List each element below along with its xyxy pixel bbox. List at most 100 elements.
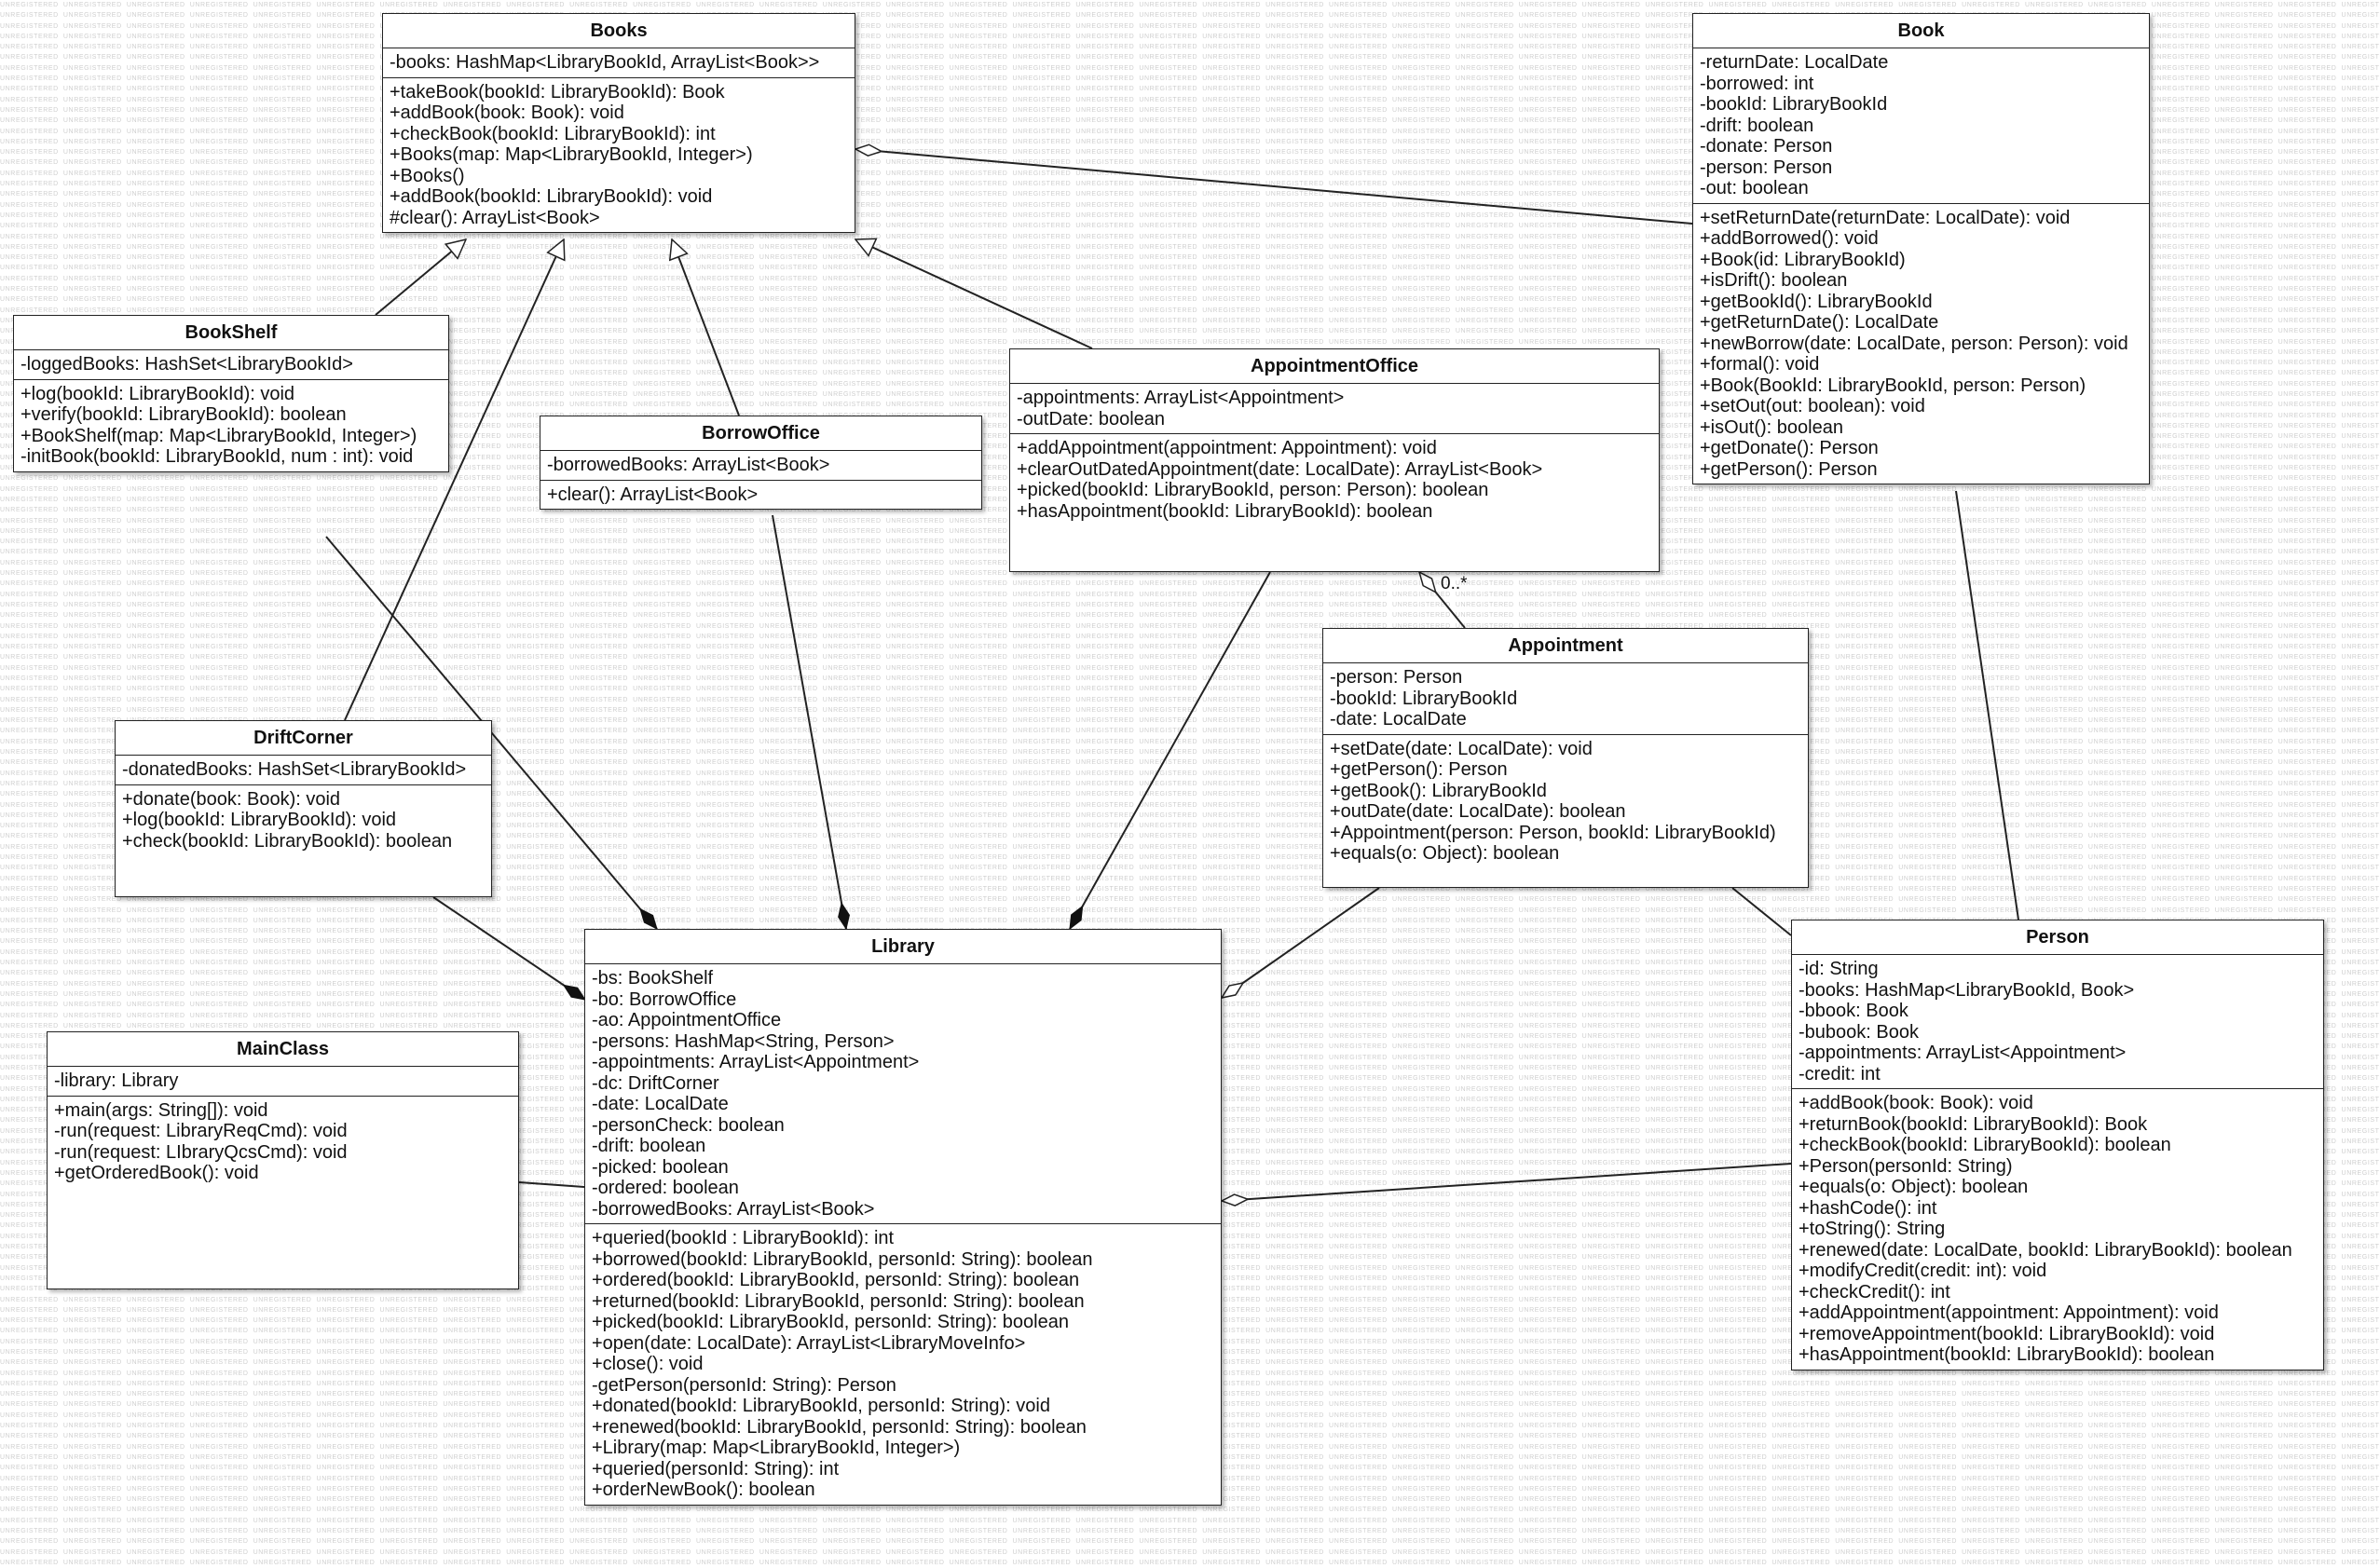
operation: +Book(BookId: LibraryBookId, person: Per… bbox=[1700, 375, 2086, 396]
operation: +log(bookId: LibraryBookId): void bbox=[21, 383, 295, 404]
operation: +clear(): ArrayList<Book> bbox=[547, 484, 759, 505]
operation: +addAppointment(appointment: Appointment… bbox=[1017, 438, 1437, 458]
operation: +donated(bookId: LibraryBookId, personId… bbox=[592, 1396, 1050, 1416]
operation: +renewed(date: LocalDate, bookId: Librar… bbox=[1799, 1239, 2292, 1261]
attribute: -donatedBooks: HashSet<LibraryBookId> bbox=[122, 759, 467, 780]
attribute: -person: Person bbox=[1330, 667, 1463, 688]
composition-library-borrowoffice bbox=[772, 514, 846, 929]
attributes-compartment: -returnDate: LocalDate-borrowed: int-boo… bbox=[1693, 48, 2149, 204]
operation: +returnBook(bookId: LibraryBookId): Book bbox=[1799, 1113, 2148, 1135]
attribute: -date: LocalDate bbox=[1330, 709, 1467, 729]
operation: +getOrderedBook(): void bbox=[54, 1163, 259, 1183]
attribute: -borrowedBooks: ArrayList<Book> bbox=[547, 455, 830, 475]
operation: +toString(): String bbox=[1799, 1219, 1946, 1239]
operation: +borrowed(bookId: LibraryBookId, personI… bbox=[592, 1248, 1093, 1270]
attributes-compartment: -library: Library bbox=[48, 1067, 518, 1097]
operation: +check(bookId: LibraryBookId): boolean bbox=[122, 830, 453, 852]
association-library-mainclass bbox=[518, 1181, 585, 1188]
operation: +hashCode(): int bbox=[1799, 1197, 1937, 1219]
operation: +hasAppointment(bookId: LibraryBookId): … bbox=[1017, 500, 1433, 522]
operation: +close(): void bbox=[592, 1354, 704, 1374]
operation: +isDrift(): boolean bbox=[1700, 270, 1848, 291]
attribute: -borrowed: int bbox=[1700, 73, 1814, 94]
operation: +Books(map: Map<LibraryBookId, Integer>) bbox=[390, 144, 753, 165]
operation: -run(request: LIbraryQcsCmd): void bbox=[54, 1141, 348, 1163]
operation: +checkCredit(): int bbox=[1799, 1281, 1950, 1302]
operation: -run(request: LibraryReqCmd): void bbox=[54, 1121, 348, 1141]
operations-compartment: +setReturnDate(returnDate: LocalDate): v… bbox=[1693, 204, 2149, 484]
operation: +picked(bookId: LibraryBookId, personId:… bbox=[592, 1312, 1069, 1332]
aggregation-library-appointment bbox=[1222, 887, 1380, 998]
attribute: -bbook: Book bbox=[1799, 1001, 1908, 1021]
class-driftcorner[interactable]: DriftCorner -donatedBooks: HashSet<Librar… bbox=[115, 720, 492, 897]
class-mainclass[interactable]: MainClass -library: Library +main(args: St… bbox=[47, 1031, 519, 1289]
attribute: -id: String bbox=[1799, 959, 1879, 979]
generalization-appointmentoffice-books bbox=[855, 239, 1093, 349]
operation: +open(date: LocalDate): ArrayList<Librar… bbox=[592, 1332, 1026, 1354]
attributes-compartment: -loggedBooks: HashSet<LibraryBookId> bbox=[14, 350, 448, 380]
operation: +setOut(out: boolean): void bbox=[1700, 396, 1925, 416]
attributes-compartment: -appointments: ArrayList<Appointment>-ou… bbox=[1010, 384, 1659, 434]
operation: +setReturnDate(returnDate: LocalDate): v… bbox=[1700, 207, 2071, 228]
operations-compartment: +donate(book: Book): void+log(bookId: Li… bbox=[116, 785, 491, 856]
attribute: -appointments: ArrayList<Appointment> bbox=[1017, 388, 1345, 408]
operation: +Book(id: LibraryBookId) bbox=[1700, 249, 1906, 270]
operations-compartment: +log(bookId: LibraryBookId): void+verify… bbox=[14, 380, 448, 471]
class-name: Appointment bbox=[1323, 629, 1808, 663]
composition-library-driftcorner bbox=[432, 896, 585, 1001]
attribute: -out: boolean bbox=[1700, 178, 1809, 198]
class-person[interactable]: Person-id: String-books: HashMap<Library… bbox=[1791, 920, 2324, 1370]
operation: +log(bookId: LibraryBookId): void bbox=[122, 810, 397, 830]
operations-compartment: +clear(): ArrayList<Book> bbox=[540, 481, 981, 510]
class-books[interactable]: Books-books: HashMap<LibraryBookId, Arra… bbox=[382, 13, 855, 233]
attribute: -person: Person bbox=[1700, 157, 1833, 178]
class-library[interactable]: Library-bs: BookShelf-bo: BorrowOffice-a… bbox=[584, 929, 1222, 1506]
attribute: -loggedBooks: HashSet<LibraryBookId> bbox=[21, 354, 353, 375]
attribute: -drift: boolean bbox=[592, 1136, 706, 1156]
operation: -initBook(bookId: LibraryBookId, num : i… bbox=[21, 446, 414, 467]
class-name: DriftCorner bbox=[116, 721, 491, 756]
operation: +getReturnDate(): LocalDate bbox=[1700, 312, 1939, 333]
class-borrowoffice[interactable]: BorrowOffice-borrowedBooks: ArrayList<Bo… bbox=[540, 416, 982, 510]
attributes-compartment: -books: HashMap<LibraryBookId, ArrayList… bbox=[383, 48, 855, 78]
class-book[interactable]: Book-returnDate: LocalDate-borrowed: int… bbox=[1692, 13, 2150, 484]
operation: +equals(o: Object): boolean bbox=[1330, 843, 1560, 864]
class-name: Book bbox=[1693, 14, 2149, 48]
operations-compartment: +addBook(book: Book): void+returnBook(bo… bbox=[1792, 1089, 2323, 1370]
attribute: -books: HashMap<LibraryBookId, Book> bbox=[1799, 979, 2135, 1001]
class-appointment[interactable]: Appointment-person: Person-bookId: Libra… bbox=[1322, 628, 1809, 888]
aggregation-library-person bbox=[1222, 1163, 1792, 1201]
attribute: -appointments: ArrayList<Appointment> bbox=[592, 1052, 920, 1072]
aggregation-books-book bbox=[855, 149, 1693, 225]
attribute: -picked: boolean bbox=[592, 1156, 729, 1178]
attribute: -ordered: boolean bbox=[592, 1178, 739, 1198]
attribute: -personCheck: boolean bbox=[592, 1114, 785, 1136]
operation: +addBook(book: Book): void bbox=[1799, 1093, 2033, 1113]
operation: +BookShelf(map: Map<LibraryBookId, Integ… bbox=[21, 425, 417, 446]
class-bookshelf[interactable]: BookShelf-loggedBooks: HashSet<LibraryBo… bbox=[13, 315, 449, 472]
operation: +getPerson(): Person bbox=[1330, 759, 1508, 780]
attributes-compartment: -id: String-books: HashMap<LibraryBookId… bbox=[1792, 955, 2323, 1089]
attributes-compartment: -donatedBooks: HashSet<LibraryBookId> bbox=[116, 756, 491, 785]
class-name: Books bbox=[383, 14, 855, 48]
attribute: -bubook: Book bbox=[1799, 1021, 1919, 1043]
aggregation-appointmentoffice-appointment bbox=[1419, 572, 1466, 629]
operation: +Books() bbox=[390, 165, 465, 186]
class-name: MainClass bbox=[48, 1032, 518, 1067]
operation: +addAppointment(appointment: Appointment… bbox=[1799, 1302, 2219, 1323]
composition-library-appointmentoffice bbox=[1069, 571, 1271, 929]
attributes-compartment: -person: Person-bookId: LibraryBookId-da… bbox=[1323, 663, 1808, 735]
generalization-driftcorner-books bbox=[344, 239, 564, 721]
class-appointmentoffice[interactable]: AppointmentOffice-appointments: ArrayLis… bbox=[1009, 348, 1660, 572]
attribute: -borrowedBooks: ArrayList<Book> bbox=[592, 1198, 875, 1220]
operation: +removeAppointment(bookId: LibraryBookId… bbox=[1799, 1323, 2215, 1344]
operation: +getPerson(): Person bbox=[1700, 458, 1878, 480]
operation: +orderNewBook(): boolean bbox=[592, 1479, 815, 1500]
operation: +formal(): void bbox=[1700, 354, 1820, 375]
attribute: -bookId: LibraryBookId bbox=[1700, 94, 1888, 115]
class-name: Library bbox=[585, 930, 1221, 964]
operation: +main(args: String[]): void bbox=[54, 1099, 268, 1121]
attribute: -library: Library bbox=[54, 1070, 179, 1091]
attribute: -bs: BookShelf bbox=[592, 968, 714, 989]
operation: +getBookId(): LibraryBookId bbox=[1700, 291, 1933, 312]
